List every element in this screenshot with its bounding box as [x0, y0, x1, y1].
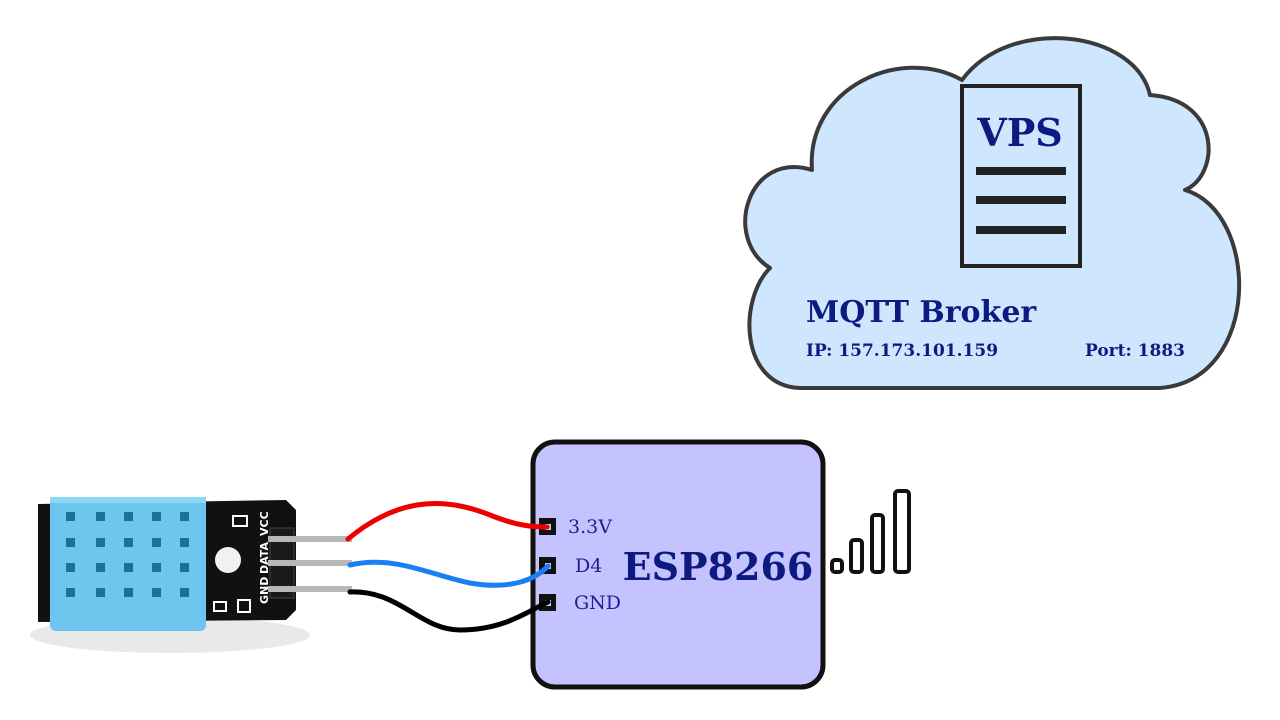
- server-line-3: [976, 226, 1066, 234]
- sensor-smd-top: [232, 515, 248, 527]
- header-pin-data: [268, 560, 352, 566]
- sensor-grille: [66, 512, 189, 597]
- server-body: [960, 84, 1082, 268]
- signal-bar-4: [893, 489, 911, 574]
- signal-bar-2: [849, 538, 864, 574]
- wire-gnd-black: [347, 589, 551, 633]
- server-icon: VPS: [960, 84, 1082, 268]
- silk-gnd: GND: [258, 577, 271, 604]
- header-pin-gnd: [268, 586, 352, 592]
- board-body: [530, 439, 826, 690]
- server-line-1: [976, 167, 1066, 175]
- signal-bar-1: [830, 558, 844, 574]
- broker-port: Port: 1883: [1085, 341, 1185, 361]
- board-name: ESP8266: [623, 544, 814, 589]
- sensor-mount-hole: [215, 547, 241, 573]
- broker-title: MQTT Broker: [806, 295, 1037, 330]
- sensor-smd-bottom-2: [237, 599, 251, 613]
- broker-ip: IP: 157.173.101.159: [806, 341, 998, 361]
- sensor-silkscreen: GND DATA VCC: [258, 511, 271, 604]
- silk-data: DATA: [258, 542, 271, 574]
- signal-bar-3: [870, 513, 885, 574]
- wire-d4-blue: [347, 559, 551, 588]
- cloud-vps: VPS MQTT Broker IP: 157.173.101.159 Port…: [743, 36, 1242, 390]
- pin-label-gnd: GND: [574, 592, 621, 614]
- dht11-sensor-module: GND DATA VCC: [30, 497, 352, 653]
- wifi-signal-icon: [830, 489, 911, 574]
- wire-3v3-red: [345, 501, 550, 542]
- pin-label-3v3: 3.3V: [568, 516, 612, 538]
- server-label: VPS: [976, 110, 1063, 155]
- sensor-smd-bottom-1: [213, 601, 227, 612]
- pin-label-d4: D4: [575, 555, 602, 577]
- wires: [345, 501, 551, 633]
- sensor-housing-edge: [50, 497, 206, 503]
- server-line-2: [976, 196, 1066, 204]
- silk-vcc: VCC: [258, 511, 271, 536]
- esp8266-board: 3.3V D4 GND ESP8266: [530, 439, 826, 690]
- header-pin-vcc: [268, 536, 352, 542]
